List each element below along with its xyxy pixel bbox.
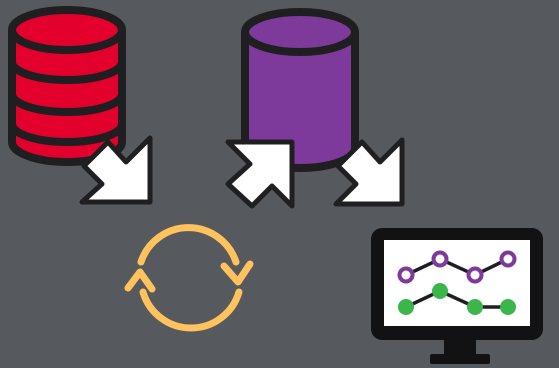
sync-icon — [124, 224, 254, 332]
arrow-down-right-icon — [79, 135, 153, 205]
monitor-chart-icon — [371, 228, 543, 364]
chart-point — [398, 299, 414, 315]
chart-series-line — [405, 257, 509, 277]
chart-point — [431, 250, 449, 268]
arrow-up-right-icon — [225, 139, 295, 209]
target-database-icon — [241, 8, 359, 172]
chart-point — [499, 250, 517, 268]
chart-point — [466, 266, 484, 284]
chart-series-line — [405, 289, 508, 309]
source-database-icon — [8, 6, 126, 166]
arrow-down-right-icon — [333, 137, 405, 207]
chart-point — [467, 299, 483, 315]
chart-point — [500, 299, 516, 315]
monitor-chart-plot — [397, 250, 517, 315]
chart-point — [397, 266, 415, 284]
chart-point — [432, 283, 448, 299]
